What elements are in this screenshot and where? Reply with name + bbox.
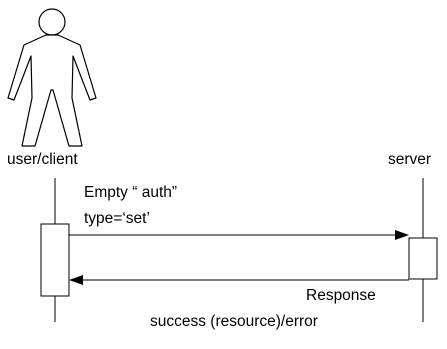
- request-label-line2: type=‘set’: [84, 210, 150, 227]
- server-label: server: [388, 151, 431, 168]
- server-activation-box: [408, 237, 438, 280]
- client-activation-box: [40, 223, 70, 297]
- request-label-line1: Empty “ auth”: [84, 184, 177, 201]
- actor-user-icon: [7, 8, 97, 147]
- response-label-line1: Response: [306, 287, 376, 304]
- client-label: user/client: [7, 151, 78, 168]
- response-arrow: [69, 275, 409, 285]
- request-arrow: [69, 230, 409, 240]
- response-label-line2: success (resource)/error: [150, 313, 318, 330]
